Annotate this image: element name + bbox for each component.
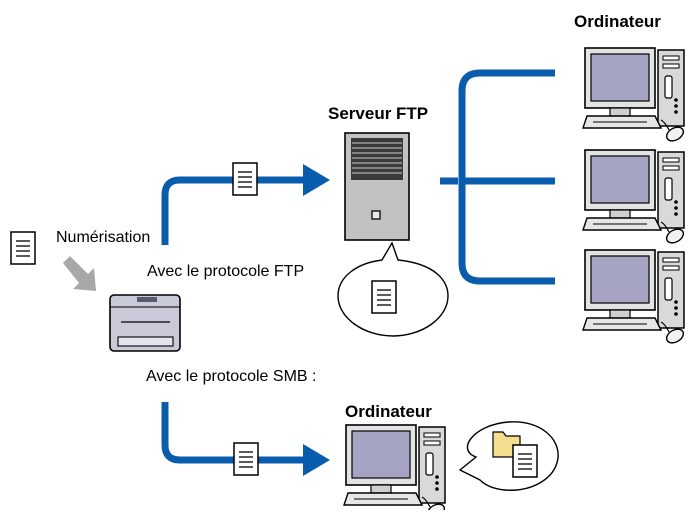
ftp-server-icon	[344, 132, 410, 241]
scan-label: Numérisation	[56, 229, 151, 246]
document-icon	[232, 162, 258, 196]
computer-icon	[343, 424, 448, 515]
document-icon	[10, 231, 36, 265]
ftp-protocol-label: Avec le protocole FTP	[147, 263, 305, 280]
printer-icon	[109, 294, 181, 352]
scan-arrow-icon	[63, 256, 96, 291]
computer-icon	[582, 249, 687, 347]
computer-title-top: Ordinateur	[574, 12, 661, 31]
computer-title-bottom: Ordinateur	[345, 402, 432, 421]
smb-arrow	[161, 402, 330, 476]
document-icon	[233, 442, 259, 476]
network-bracket	[440, 69, 555, 285]
ftp-arrow	[161, 164, 330, 245]
computer-icon	[582, 149, 687, 247]
smb-protocol-label: Avec le protocole SMB :	[146, 368, 317, 385]
document-icon	[512, 444, 538, 478]
document-icon	[371, 280, 397, 314]
computer-icon	[582, 47, 687, 145]
ftp-server-title: Serveur FTP	[328, 104, 429, 123]
